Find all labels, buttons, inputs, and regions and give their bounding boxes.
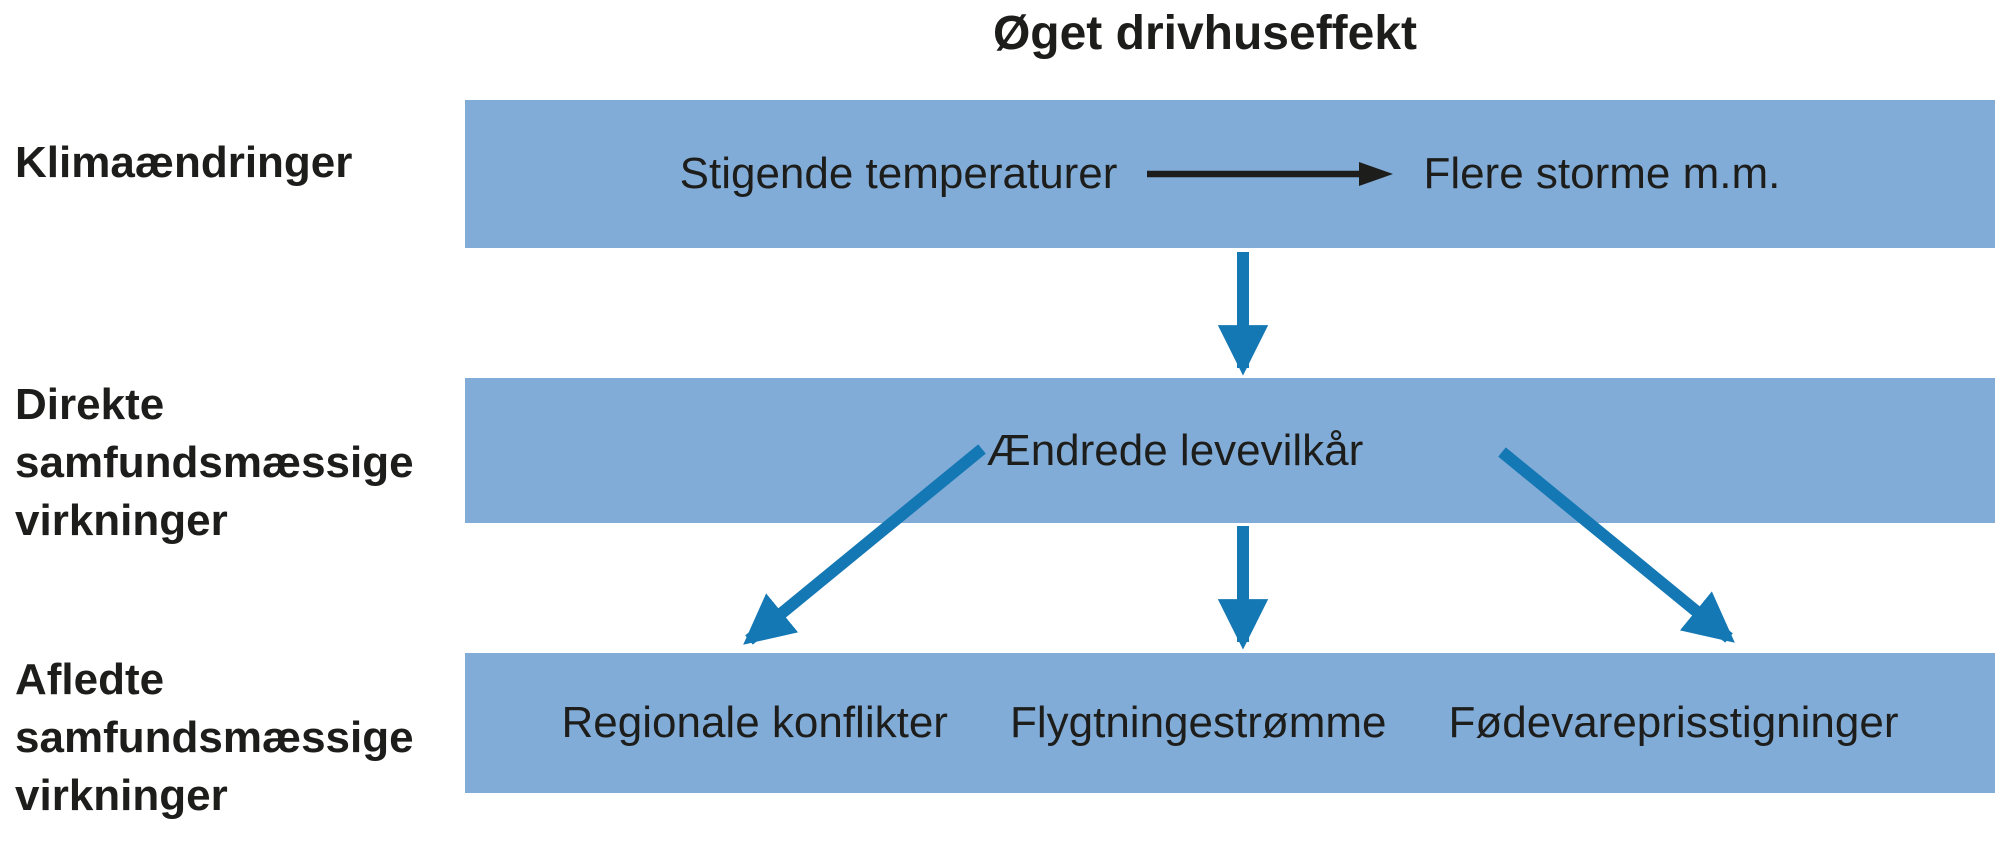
bar-item-refugee-flows: Flygtningestrømme [1009,698,1387,747]
row-label-climate-changes: Klimaændringer [15,138,353,187]
bar-item-rising-temperatures: Stigende temperaturer [679,149,1118,198]
row-label-direct-effects: Direkte samfundsmæssige virkninger [15,380,414,545]
bar-item-more-storms: Flere storme m.m. [1423,149,1781,198]
bar-derived-effects: Regionale konflikter Flygtningestrømme F… [465,653,1995,793]
diagram-title: Øget drivhuseffekt [992,7,1418,60]
bar-climate-changes: Stigende temperaturer Flere storme m.m. [465,100,1995,248]
right-arrow-icon [1147,162,1394,186]
row-label-derived-effects: Afledte samfundsmæssige virkninger [15,655,414,820]
bar-changed-living-conditions: Ændrede levevilkår [465,378,1995,523]
bar-item-changed-living-conditions: Ændrede levevilkår [986,425,1364,475]
bar-item-food-price-increases: Fødevareprisstigninger [1448,698,1899,747]
bar-item-regional-conflicts: Regionale konflikter [561,698,948,747]
